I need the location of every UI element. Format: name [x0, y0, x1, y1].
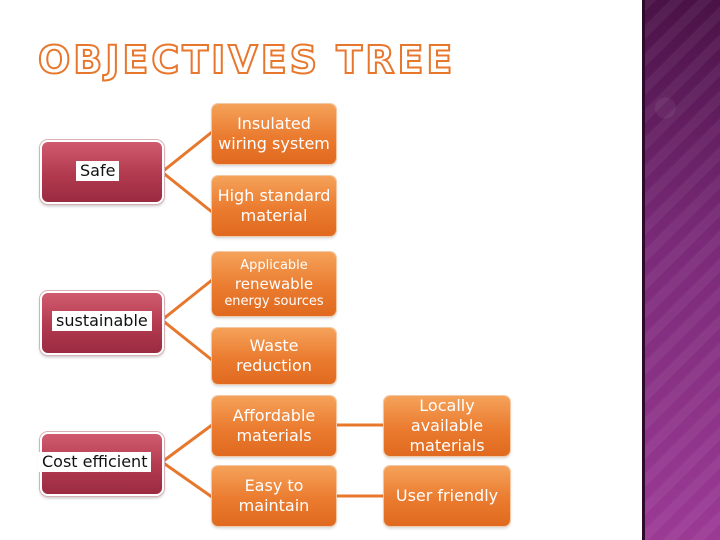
- decorative-side-panel: [642, 0, 720, 540]
- connector-sustainable: [159, 278, 213, 362]
- objective-insulated-wiring: Insulated wiring system: [212, 104, 336, 164]
- objective-locally-available: Locally available materials: [384, 396, 510, 456]
- objective-insulated-wiring-label: Insulated wiring system: [218, 114, 330, 153]
- objective-renewable-line1: Applicable: [240, 258, 308, 273]
- objective-renewable-line2: renewable: [234, 275, 314, 293]
- objective-user-friendly-label: User friendly: [395, 486, 499, 505]
- objective-locally-label: Locally available materials: [409, 396, 485, 455]
- objective-waste-label: Waste reduction: [236, 336, 312, 375]
- objective-easy-to-maintain: Easy to maintain: [212, 466, 336, 526]
- connector-safe: [159, 130, 213, 214]
- objective-renewable-line3: energy sources: [224, 294, 324, 309]
- objective-affordable-materials: Affordable materials: [212, 396, 336, 456]
- objective-affordable-label: Affordable materials: [232, 406, 316, 445]
- objective-waste-reduction: Waste reduction: [212, 328, 336, 384]
- category-label-safe: Safe: [76, 161, 120, 181]
- connector-cost-efficient: [159, 423, 213, 499]
- objective-user-friendly: User friendly: [384, 466, 510, 526]
- objective-high-standard-label: High standard material: [217, 186, 331, 225]
- page-title: OBJECTIVES TREE: [37, 37, 456, 83]
- objective-renewable-energy: Applicable renewable energy sources: [212, 252, 336, 316]
- category-label-cost-efficient: Cost efficient: [38, 452, 152, 472]
- category-label-sustainable: sustainable: [52, 311, 152, 331]
- objective-high-standard-material: High standard material: [212, 176, 336, 236]
- objective-easy-label: Easy to maintain: [238, 476, 310, 515]
